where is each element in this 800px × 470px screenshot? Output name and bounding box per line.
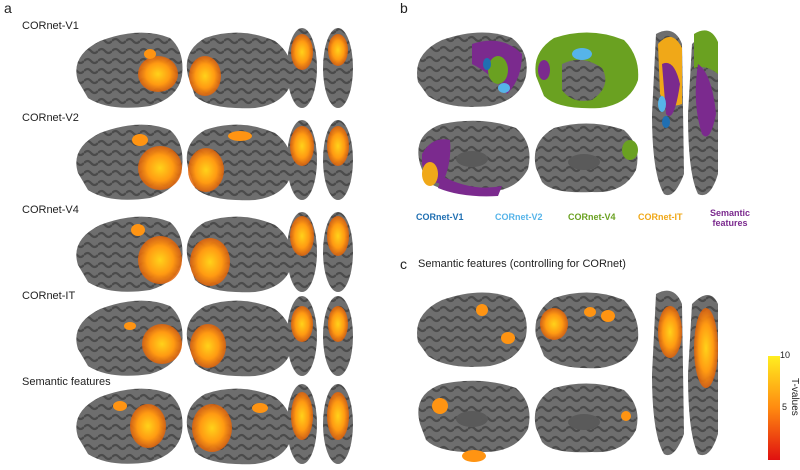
- brain-row-semantic: [76, 384, 353, 465]
- panel-c-letter: c: [400, 256, 407, 272]
- row-label-v1: CORnet-V1: [22, 20, 79, 32]
- brain-panel-b: [417, 30, 718, 197]
- brain-row-v1: [76, 28, 353, 109]
- legend-cornet-v2: CORnet-V2: [495, 212, 543, 222]
- row-label-v4: CORnet-V4: [22, 204, 79, 216]
- legend-semantic: Semantic features: [709, 208, 751, 228]
- legend-cornet-it: CORnet-IT: [638, 212, 683, 222]
- tvalue-colorbar: [768, 356, 780, 460]
- panel-c-title: Semantic features (controlling for CORne…: [418, 258, 626, 270]
- row-label-v2: CORnet-V2: [22, 112, 79, 124]
- brain-row-it: [76, 296, 353, 377]
- panel-a-letter: a: [4, 0, 12, 16]
- colorbar-label: T-values: [789, 378, 800, 416]
- row-label-semantic: Semantic features: [22, 376, 111, 388]
- colorbar-tick-max: 10: [780, 350, 791, 360]
- row-label-it: CORnet-IT: [22, 290, 76, 302]
- legend-cornet-v1: CORnet-V1: [416, 212, 464, 222]
- panel-b-letter: b: [400, 0, 408, 16]
- brain-row-v2: [76, 120, 353, 201]
- brain-row-v4: [76, 212, 353, 293]
- legend-cornet-v4: CORnet-V4: [568, 212, 616, 222]
- brain-panel-c: [417, 290, 718, 462]
- colorbar-tick-mid: 5: [782, 402, 788, 412]
